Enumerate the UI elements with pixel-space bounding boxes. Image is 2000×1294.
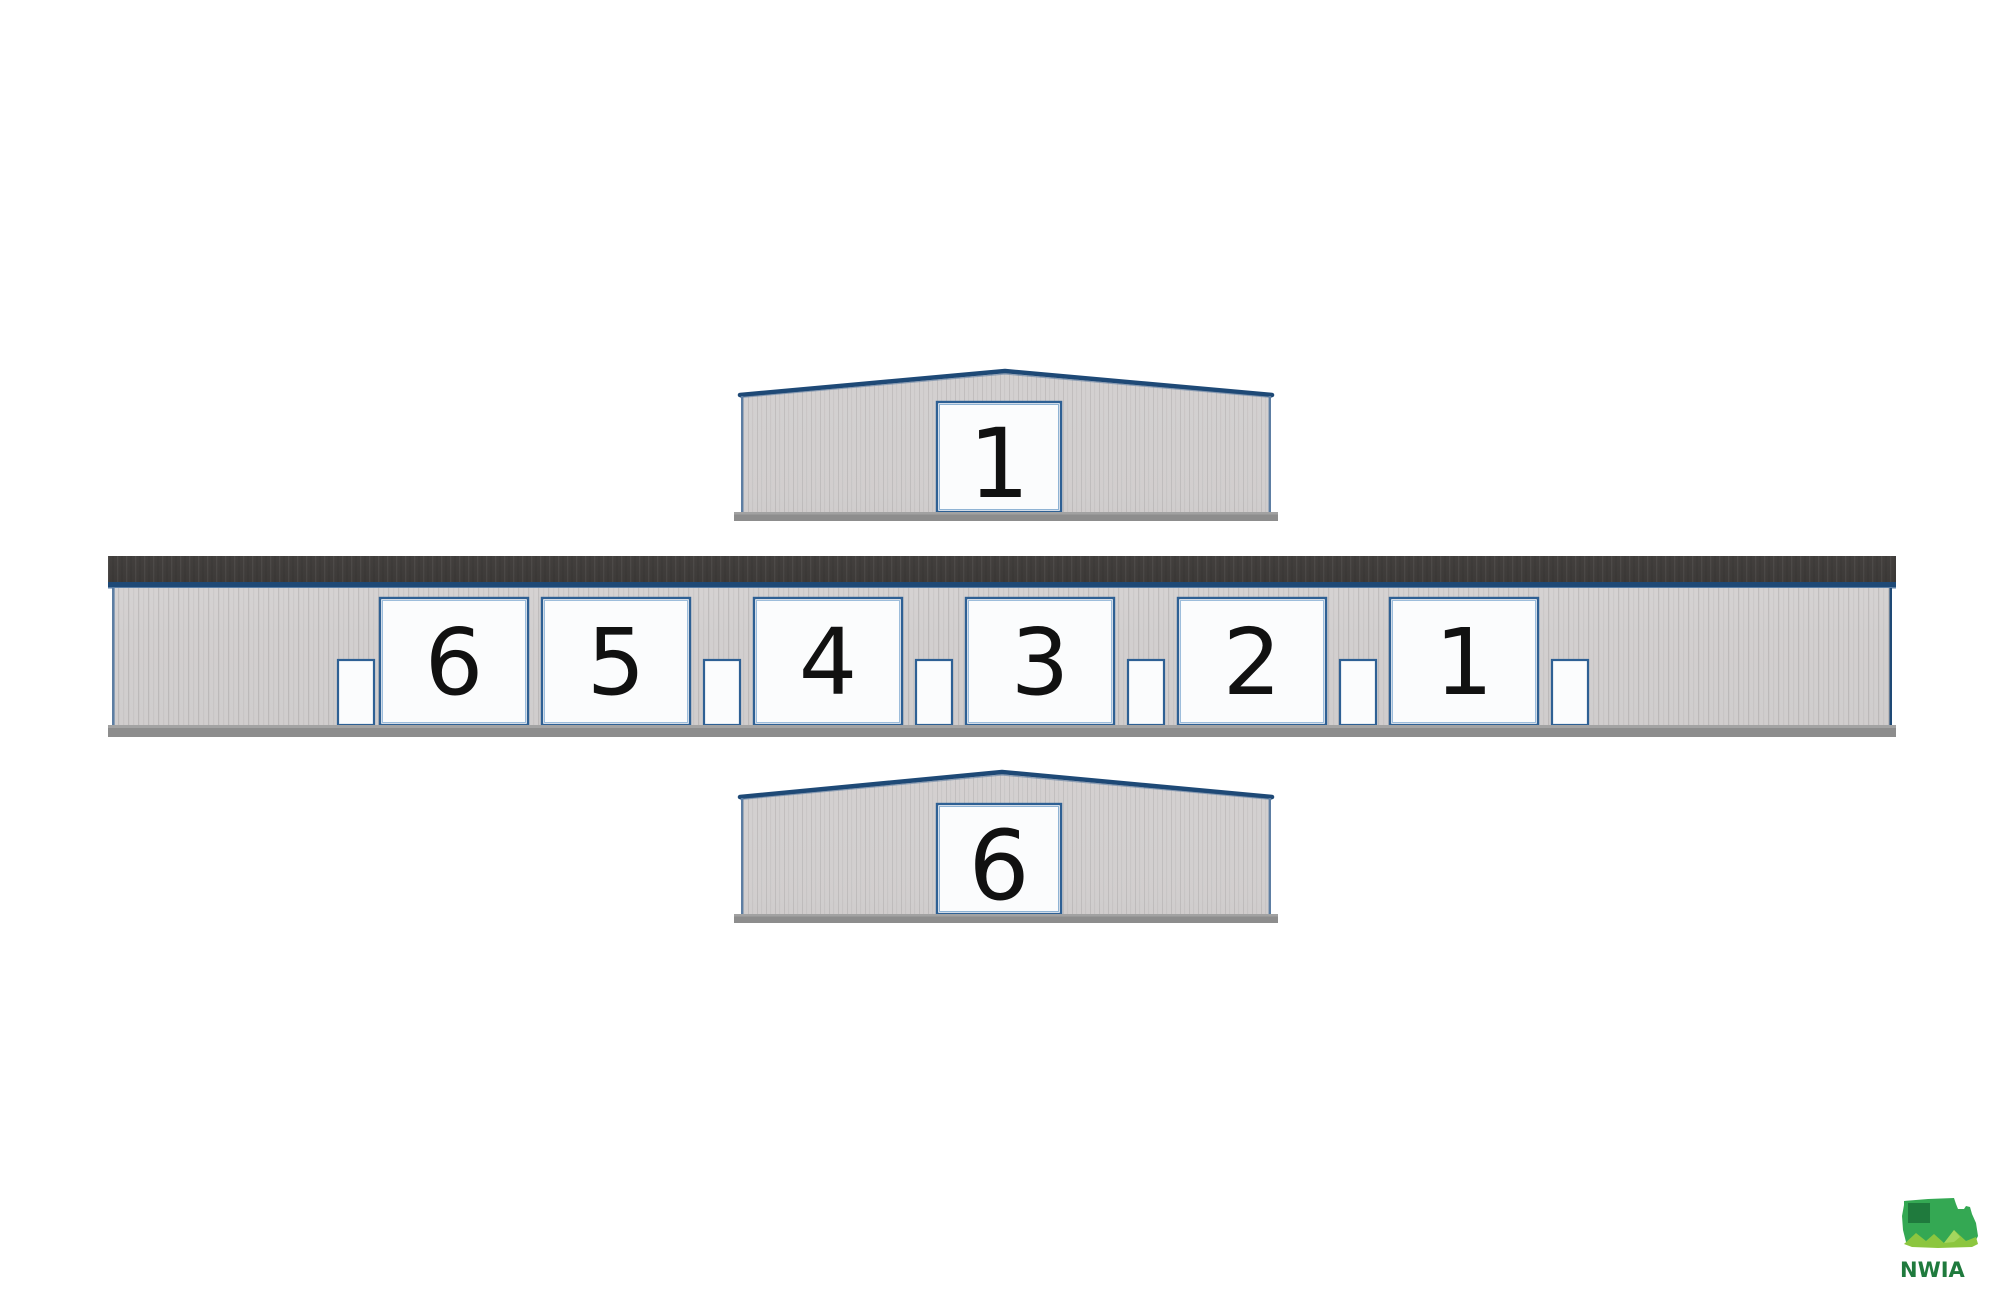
top-building-roof-trim [737, 368, 1275, 399]
bottom-gable-building: 6 [730, 762, 1282, 924]
bottom-building-bay-door-6[interactable] [935, 802, 1063, 916]
bay-door-1[interactable] [1388, 596, 1540, 727]
bay-door-4[interactable] [752, 596, 904, 727]
logo-inset-square [1908, 1203, 1930, 1223]
bay-door-6[interactable] [378, 596, 530, 727]
pedestrian-door-3[interactable] [914, 658, 954, 727]
bay-door-2[interactable] [1176, 596, 1328, 727]
bottom-building-corner-trim [741, 798, 1271, 914]
pedestrian-door-2[interactable] [702, 658, 742, 727]
main-building-eave-trim [108, 582, 1896, 589]
logo-hills [1904, 1230, 1978, 1248]
nwia-wordmark-text: NWIA [1900, 1258, 1966, 1282]
bottom-building-door-label-6: 6 [968, 810, 1030, 922]
bay-door-label-5: 5 [586, 609, 646, 716]
pedestrian-door-4[interactable] [1126, 658, 1166, 727]
bay-door-3[interactable] [964, 596, 1116, 727]
main-building-openings [336, 596, 1590, 727]
pedestrian-door-6[interactable] [1550, 658, 1590, 727]
nwia-wordmark: NWIA [1900, 1258, 1966, 1282]
top-building-foundation [734, 512, 1278, 521]
bay-door-label-3: 3 [1010, 609, 1070, 716]
pedestrian-door-5[interactable] [1338, 658, 1378, 727]
bay-door-label-4: 4 [798, 609, 858, 716]
top-building-door-label-1: 1 [968, 408, 1030, 520]
main-building-foundation [108, 725, 1896, 737]
main-building-roof [108, 556, 1896, 584]
pedestrian-door-1[interactable] [336, 658, 376, 727]
iowa-state-outline-icon [1902, 1198, 1978, 1248]
nwia-logo[interactable]: NWIA [1898, 1196, 1984, 1284]
bottom-gable-building-drawing [734, 769, 1278, 923]
logo-hill-highlight [1944, 1230, 1960, 1243]
main-long-building: 6 5 4 3 2 1 [108, 552, 1896, 748]
top-gable-building-drawing [734, 368, 1278, 521]
main-long-building-drawing [108, 556, 1896, 737]
bay-door-label-2: 2 [1222, 609, 1282, 716]
top-building-corner-trim [741, 396, 1271, 512]
bay-door-label-1: 1 [1434, 609, 1494, 716]
bay-door-label-6: 6 [424, 609, 484, 716]
bottom-building-foundation [734, 914, 1278, 923]
bay-door-5[interactable] [540, 596, 692, 727]
bottom-building-roof-trim [737, 769, 1275, 801]
top-gable-building: 1 [730, 362, 1282, 522]
